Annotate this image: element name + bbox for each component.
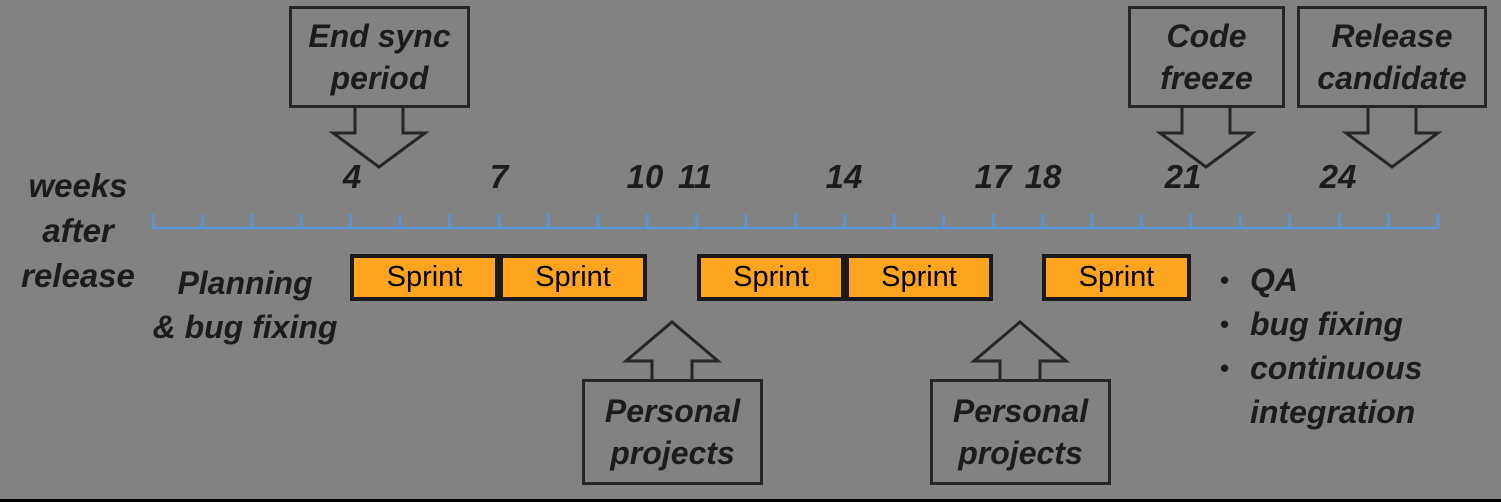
sprint-block-5: Sprint (1042, 254, 1191, 301)
sprint-block-2: Sprint (499, 254, 647, 301)
callout-text-line: projects (610, 435, 735, 471)
sprint-block-1: Sprint (350, 254, 499, 301)
up-block-arrow-icon (969, 320, 1071, 384)
callout-text-line: freeze (1160, 60, 1253, 96)
down-block-arrow-icon (1341, 104, 1443, 169)
callout-text-line: Release (1331, 18, 1453, 54)
down-block-arrow-icon (328, 104, 430, 169)
callout-end-sync-period: End sync period (289, 6, 470, 108)
week-number-14: 14 (825, 158, 863, 195)
sprint-block-4: Sprint (845, 254, 993, 301)
sprint-label: Sprint (733, 261, 809, 293)
callout-text-line: period (330, 60, 429, 96)
qa-activities-list: • QA • bug fixing • continuous integration (1220, 258, 1470, 434)
qa-item-text: bug fixing (1250, 306, 1403, 342)
callout-text-line: Code (1166, 18, 1247, 54)
axis-title-line-2: after (42, 212, 114, 249)
callout-code-freeze: Code freeze (1128, 6, 1285, 108)
week-number-21: 21 (1164, 158, 1202, 195)
qa-list-item: • QA (1220, 258, 1470, 302)
callout-text-line: Personal (604, 393, 741, 429)
callout-text-line: projects (958, 435, 1083, 471)
week-number-10: 10 (626, 158, 664, 195)
callout-personal-projects-1: Personal projects (582, 379, 763, 485)
week-number-4: 4 (342, 158, 362, 195)
callout-text-line: candidate (1317, 60, 1467, 96)
week-number-18: 18 (1024, 158, 1062, 195)
axis-title-line-1: weeks (28, 167, 128, 204)
phase-label-line-2: & bug fixing (152, 309, 338, 345)
qa-item-text: continuous integration (1250, 350, 1423, 430)
axis-title: weeks after release (8, 163, 148, 298)
sprint-label: Sprint (1078, 261, 1155, 293)
sprint-label: Sprint (386, 261, 463, 293)
callout-release-candidate: Release candidate (1297, 6, 1487, 108)
phase-label-line-1: Planning (177, 265, 313, 301)
week-number-17: 17 (974, 158, 1012, 195)
sprint-label: Sprint (881, 261, 957, 293)
callout-text-line: End sync (308, 18, 451, 54)
sprint-label: Sprint (535, 261, 611, 293)
axis-title-line-3: release (21, 257, 135, 294)
bullet-icon: • (1220, 353, 1230, 383)
slide-bottom-edge (0, 499, 1501, 502)
week-number-11: 11 (677, 158, 713, 195)
qa-item-text: QA (1250, 262, 1298, 298)
up-block-arrow-icon (621, 320, 723, 384)
week-number-24: 24 (1319, 158, 1357, 195)
down-block-arrow-icon (1155, 104, 1257, 169)
week-number-7: 7 (489, 158, 509, 195)
bullet-icon: • (1220, 309, 1230, 339)
sprint-block-3: Sprint (697, 254, 845, 301)
bullet-icon: • (1220, 265, 1230, 295)
callout-text-line: Personal (952, 393, 1089, 429)
callout-personal-projects-2: Personal projects (930, 379, 1111, 485)
phase-label-planning: Planning & bug fixing (125, 261, 365, 349)
qa-list-item: • bug fixing (1220, 302, 1470, 346)
qa-list-item: • continuous integration (1220, 346, 1470, 434)
